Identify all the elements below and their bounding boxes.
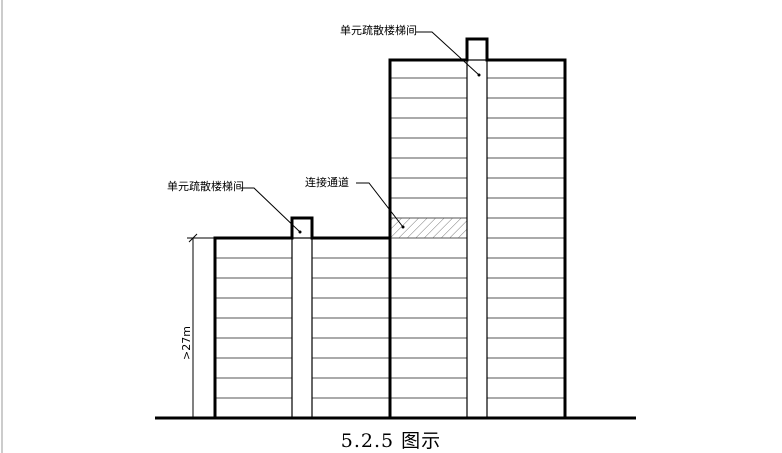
leader-tall-stair-dot	[477, 73, 481, 77]
figure-caption: 5.2.5 图示	[340, 430, 442, 452]
leader-connector	[356, 182, 404, 228]
tall-stair-shaft	[466, 59, 488, 419]
leader-low-stair	[241, 187, 301, 233]
leader-low-stair-dot	[298, 230, 302, 234]
height-dimension	[187, 233, 215, 418]
leader-connector-dot	[401, 225, 405, 229]
label-tall-stair: 单元疏散楼梯间	[340, 23, 417, 37]
label-connector: 连接通道	[305, 175, 349, 189]
low-stair-shaft	[291, 237, 313, 419]
connecting-passage-hatch	[389, 217, 468, 239]
leader-tall-stair	[416, 31, 480, 76]
tall-building-outline	[388, 37, 567, 418]
label-low-stair: 单元疏散楼梯间	[167, 179, 244, 193]
height-dimension-label: >27m	[180, 326, 193, 360]
